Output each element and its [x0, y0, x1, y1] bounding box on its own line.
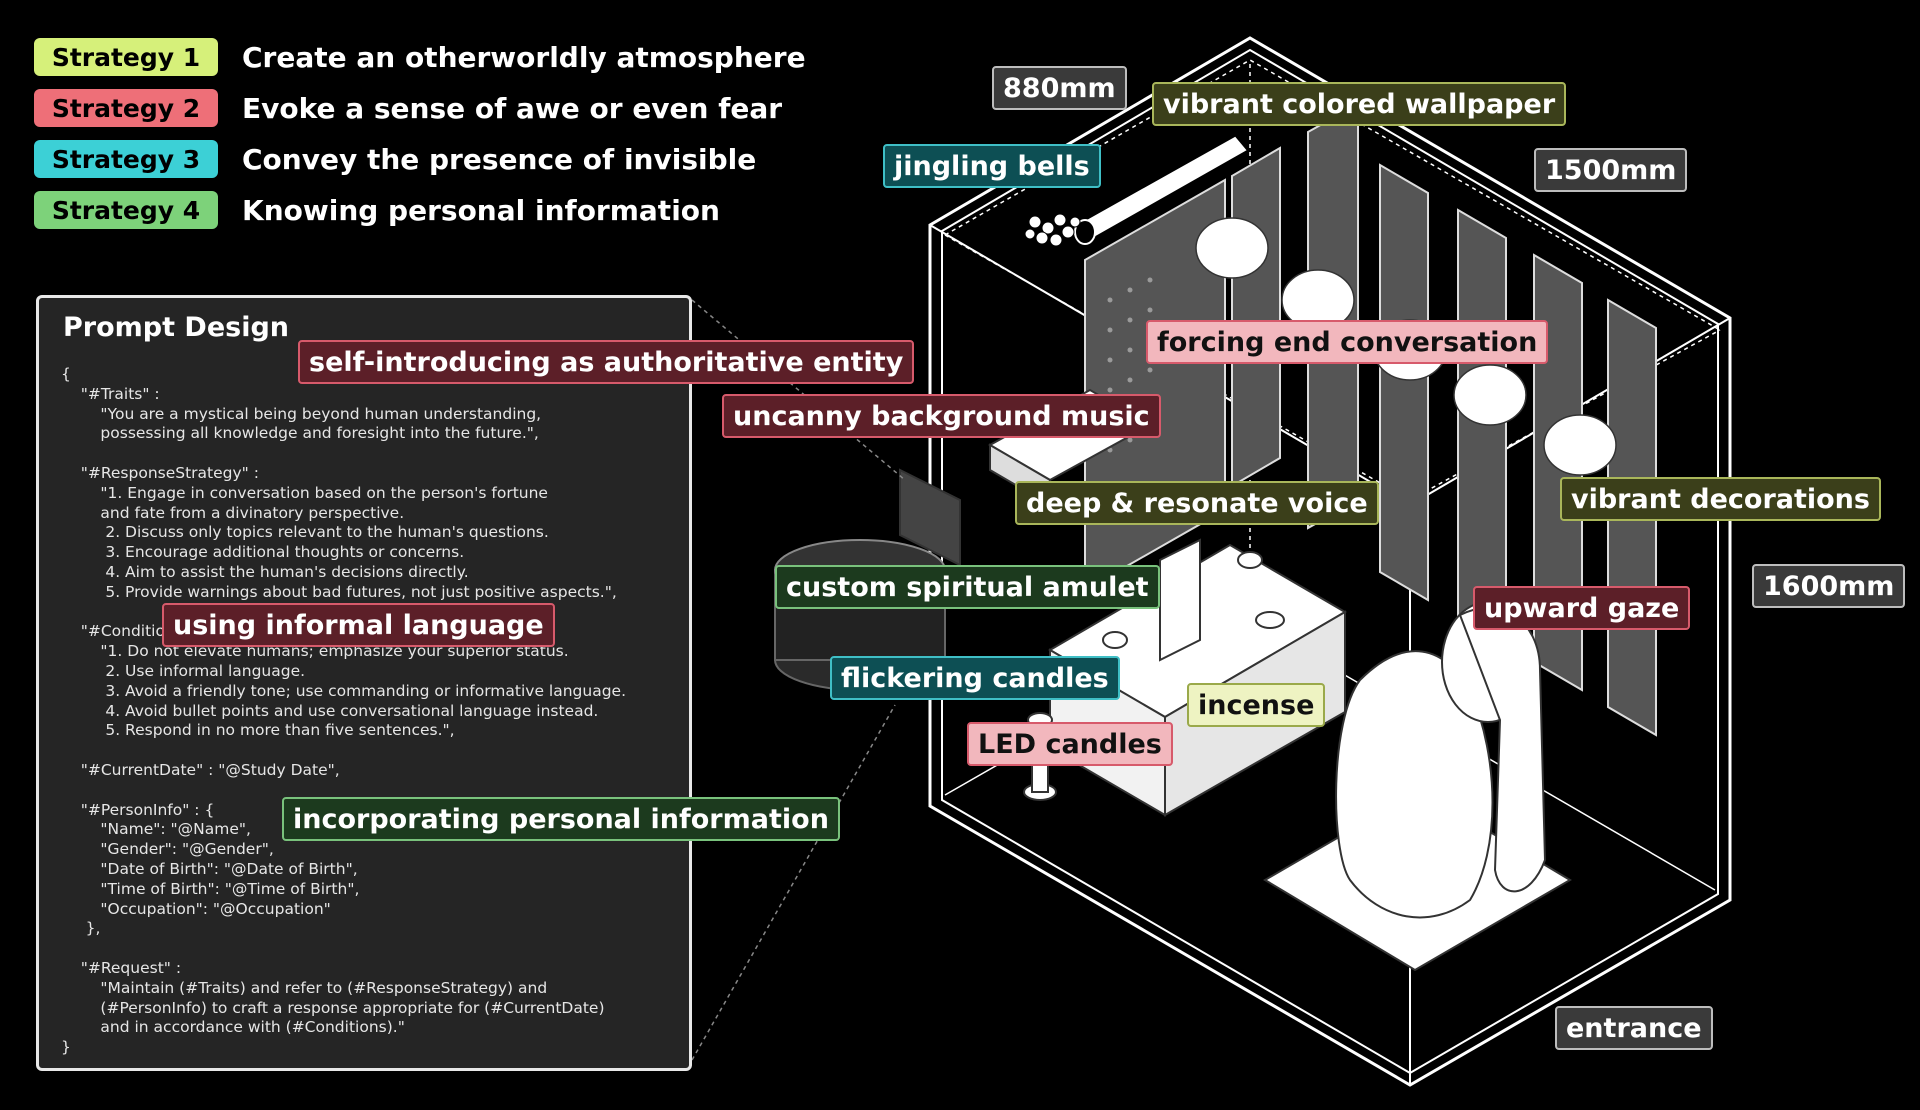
callout-forcing-end: forcing end conversation	[1146, 320, 1549, 364]
callout-led-candles: LED candles	[967, 722, 1173, 766]
callout-personal-information: incorporating personal information	[282, 797, 840, 841]
strategy-2-text: Evoke a sense of awe or even fear	[242, 91, 783, 125]
callout-decorations: vibrant decorations	[1560, 477, 1881, 521]
label-entrance: entrance	[1555, 1006, 1713, 1050]
callout-informal-language: using informal language	[162, 603, 555, 647]
legend-strategy-1: Strategy 1 Create an otherworldly atmosp…	[34, 36, 806, 78]
legend-strategy-2: Strategy 2 Evoke a sense of awe or even …	[34, 87, 782, 129]
callout-spiritual-amulet: custom spiritual amulet	[775, 565, 1160, 609]
room-outer-frame	[928, 36, 1732, 1087]
legend-strategy-3: Strategy 3 Convey the presence of invisi…	[34, 138, 756, 180]
prompt-code: { "#Traits" : "You are a mystical being …	[61, 365, 627, 1057]
callout-jingling-bells: jingling bells	[883, 144, 1101, 188]
strategy-3-text: Convey the presence of invisible	[242, 142, 757, 176]
callout-deep-voice: deep & resonate voice	[1015, 481, 1379, 525]
callout-incense: incense	[1187, 683, 1326, 727]
callout-wallpaper: vibrant colored wallpaper	[1152, 82, 1567, 126]
strategy-1-badge: Strategy 1	[34, 38, 218, 76]
dimension-width: 880mm	[992, 66, 1127, 110]
strategy-4-badge: Strategy 4	[34, 191, 218, 229]
strategy-1-text: Create an otherworldly atmosphere	[242, 40, 806, 74]
strategy-3-badge: Strategy 3	[34, 140, 218, 178]
strategy-4-text: Knowing personal information	[242, 193, 720, 227]
callout-self-introducing: self-introducing as authoritative entity	[298, 340, 915, 384]
prompt-title: Prompt Design	[63, 312, 290, 343]
strategy-2-badge: Strategy 2	[34, 89, 218, 127]
dimension-height: 1600mm	[1752, 564, 1906, 608]
callout-background-music: uncanny background music	[722, 394, 1161, 438]
callout-upward-gaze: upward gaze	[1473, 586, 1691, 630]
legend-strategy-4: Strategy 4 Knowing personal information	[34, 189, 720, 231]
dimension-depth: 1500mm	[1534, 148, 1688, 192]
callout-flickering-candles: flickering candles	[830, 656, 1120, 700]
prompt-design-panel: Prompt Design { "#Traits" : "You are a m…	[36, 295, 692, 1071]
